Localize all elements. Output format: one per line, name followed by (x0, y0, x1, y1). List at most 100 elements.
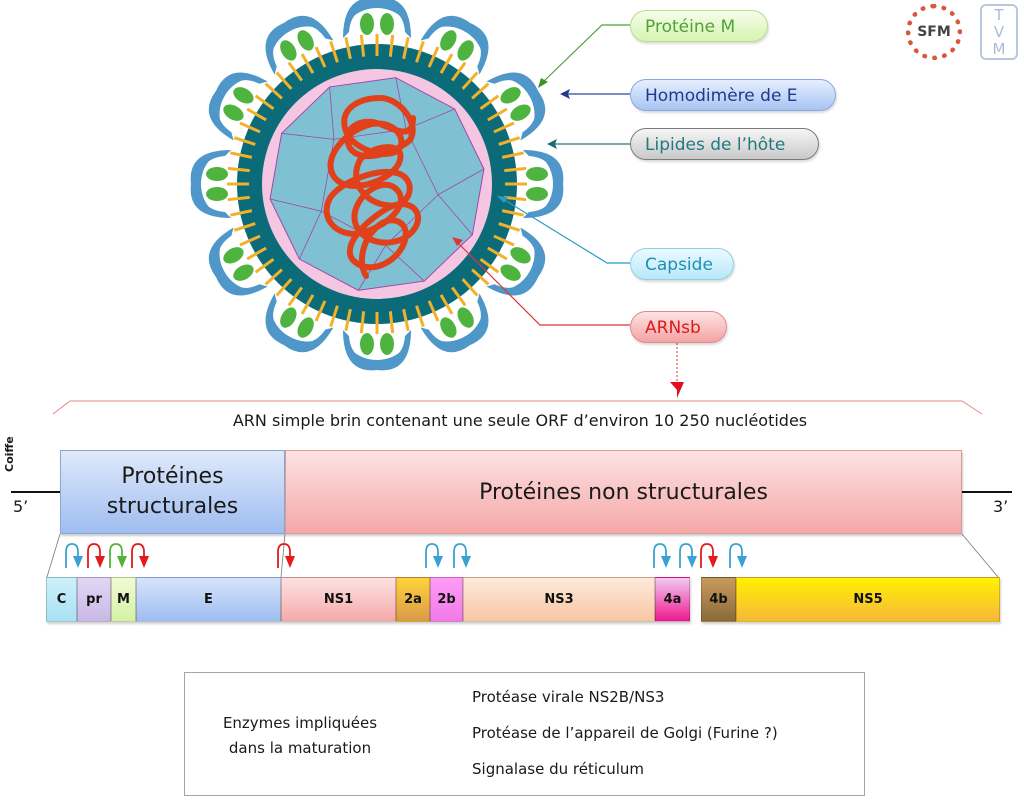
virion-illustration (52, 0, 983, 415)
e-protein-dimer (265, 15, 334, 75)
arrowhead-homodimere-e (560, 89, 570, 99)
cap-label: Coiffe (3, 436, 16, 472)
segment-pr: pr (77, 577, 111, 622)
m-protein (526, 187, 548, 201)
m-protein (206, 187, 228, 201)
segment-ns3: NS3 (463, 577, 655, 622)
e-protein-shell (343, 330, 411, 371)
membrane-anchor (427, 46, 440, 68)
connector-proteine-m (542, 24, 630, 83)
membrane-anchor (402, 36, 410, 60)
m-protein (280, 40, 297, 61)
cleavage-arrow-viral (425, 543, 443, 568)
rna-strand (323, 94, 421, 279)
segment-ns1: NS1 (281, 577, 396, 622)
e-protein-shell (420, 293, 489, 353)
m-protein (297, 30, 314, 51)
legend-item-signalase: Signalase du réticulum (472, 760, 645, 778)
e-protein-dimer (420, 293, 489, 353)
segment-label: E (204, 592, 213, 607)
sfm-logo-text: SFM (917, 24, 951, 40)
membrane-anchor (487, 107, 508, 122)
membrane-anchor (300, 294, 315, 315)
m-protein (297, 317, 314, 338)
cleavage-arrow-golgi (109, 543, 127, 568)
rna-line-3prime (962, 491, 1012, 493)
membrane-anchor (451, 61, 467, 82)
label-lipides-hote: Lipides de l’hôte (630, 128, 819, 160)
capsid-edge (269, 198, 322, 212)
capsid-edge (385, 194, 439, 246)
m-protein (500, 87, 521, 104)
membrane-anchor (344, 308, 352, 332)
five-prime-label: 5’ (13, 497, 29, 516)
cleavage-arrow-viral (679, 543, 697, 568)
membrane-anchor (501, 151, 525, 159)
e-protein-shell (208, 227, 268, 296)
cleavage-arrow-signalase (277, 543, 295, 568)
membrane-anchor (504, 166, 527, 173)
e-protein-dimer (523, 150, 564, 218)
membrane-anchor (388, 34, 395, 57)
membrane-anchor (227, 166, 250, 173)
membrane-anchor (233, 136, 256, 146)
m-protein (457, 307, 474, 328)
cleavage-arrow-viral (453, 543, 471, 568)
m-protein (440, 30, 457, 51)
tvm-letter: M (992, 39, 1006, 58)
segment-label: 4a (663, 592, 682, 607)
membrane-anchor (314, 300, 327, 322)
m-protein (233, 264, 254, 281)
m-protein (510, 104, 531, 121)
m-protein (280, 307, 297, 328)
e-protein-shell (265, 15, 334, 75)
m-protein (526, 167, 548, 181)
enzyme-legend (184, 672, 865, 796)
segment-label: NS1 (323, 592, 354, 607)
tvm-logo-icon: T V M (980, 4, 1018, 60)
m-protein (510, 247, 531, 264)
arrowhead-lipides (547, 139, 557, 149)
capsid-edges (269, 77, 485, 291)
e-protein-shell (420, 15, 489, 75)
arrowhead-proteine-m (538, 78, 548, 88)
expansion-line-left (46, 533, 61, 578)
membrane-anchor (254, 94, 275, 110)
membrane-anchor (264, 268, 283, 286)
segment-label: NS3 (544, 592, 574, 607)
tvm-letter: V (993, 22, 1005, 41)
legend-item-golgi-protease: Protéase de l’appareil de Golgi (Furine … (472, 724, 778, 742)
membrane-anchor (275, 71, 293, 90)
cleavage-arrows (65, 543, 747, 568)
membrane-anchor (498, 136, 521, 146)
label-arnsb: ARNsb (630, 311, 727, 343)
e-protein-dimer (208, 72, 268, 141)
m-protein (380, 13, 394, 35)
m-protein (440, 317, 457, 338)
nonstructural-proteins-block: Protéines non structurales (285, 450, 962, 534)
membrane-anchor (388, 311, 395, 334)
segment-label: 2a (404, 592, 422, 607)
membrane-anchors (227, 34, 527, 334)
m-protein (380, 333, 394, 355)
membrane-anchor (501, 209, 525, 217)
e-protein-shell (190, 150, 231, 218)
connector-capside (502, 198, 630, 264)
e-protein-dimer (486, 72, 546, 141)
structural-label-line1: Protéines (121, 464, 224, 489)
orf-title: ARN simple brin contenant une seule ORF … (232, 411, 808, 430)
sfm-logo-icon: SFM (906, 4, 962, 60)
membrane-anchor (359, 34, 366, 57)
membrane-anchor (479, 258, 500, 274)
legend-title-line2: dans la maturation (228, 739, 372, 757)
membrane-anchor (329, 40, 339, 63)
membrane-anchor (300, 53, 315, 74)
e-protein-dimer (420, 15, 489, 75)
tvm-letter: T (994, 5, 1004, 24)
e-protein-dimer (486, 227, 546, 296)
membrane-anchor (275, 278, 293, 297)
capsid-edge (437, 168, 485, 196)
expansion-line-middle (280, 533, 286, 578)
m-protein (233, 87, 254, 104)
